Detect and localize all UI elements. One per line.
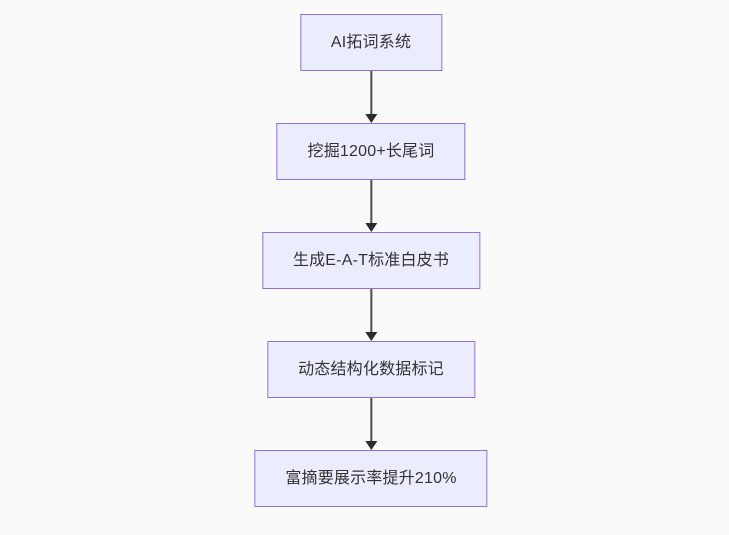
flow-node-2: 挖掘1200+长尾词 [276,123,466,180]
edge-arrow-4 [364,398,378,450]
arrow-down-icon [364,223,377,232]
flow-node-4: 动态结构化数据标记 [267,341,475,398]
flow-node-5: 富摘要展示率提升210% [254,450,488,507]
arrow-down-icon [364,114,377,123]
node-label: AI拓词系统 [330,33,412,51]
arrow-down-icon [364,441,377,450]
edge-line [369,398,372,441]
edge-line [369,180,372,223]
flowchart-canvas: AI拓词系统 挖掘1200+长尾词 生成E-A-T标准白皮书 动态结构化数据标记… [254,14,488,507]
node-label: 生成E-A-T标准白皮书 [292,251,450,269]
edge-line [369,289,372,332]
node-label: 动态结构化数据标记 [298,360,444,378]
flow-node-3: 生成E-A-T标准白皮书 [261,232,481,289]
flow-node-1: AI拓词系统 [299,14,443,71]
node-label: 富摘要展示率提升210% [285,469,457,487]
edge-arrow-3 [364,289,378,341]
edge-line [369,71,372,114]
node-label: 挖掘1200+长尾词 [307,142,435,160]
edge-arrow-1 [364,71,378,123]
arrow-down-icon [364,332,377,341]
edge-arrow-2 [364,180,378,232]
